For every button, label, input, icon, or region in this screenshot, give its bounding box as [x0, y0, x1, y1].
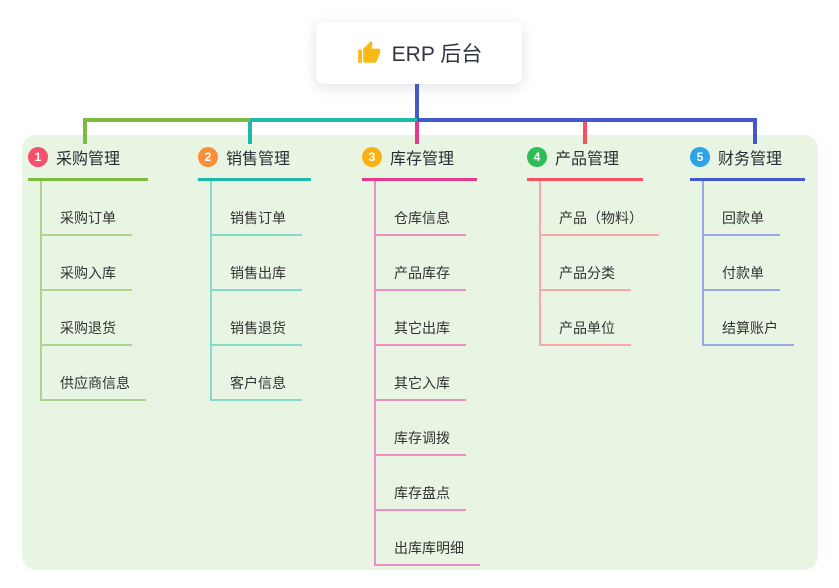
branch-title: 库存管理	[390, 151, 455, 168]
branch-2-drop-line	[248, 122, 252, 144]
mindmap-item-仓库信息[interactable]: 仓库信息	[376, 181, 466, 236]
root-connector-line	[415, 84, 419, 120]
branch-财务管理: 5 财务管理回款单付款单结算账户	[690, 145, 805, 346]
branch-销售管理: 2 销售管理销售订单销售出库销售退货客户信息	[198, 145, 311, 401]
mindmap-item-客户信息[interactable]: 客户信息	[212, 346, 302, 401]
branch-采购管理: 1 采购管理采购订单采购入库采购退货供应商信息	[28, 145, 148, 401]
mindmap-item-付款单[interactable]: 付款单	[704, 236, 780, 291]
mindmap-item-出库库明细[interactable]: 出库库明细	[376, 511, 480, 566]
branch-children: 采购订单采购入库采购退货供应商信息	[40, 181, 148, 401]
branch-number-badge: 2	[198, 147, 218, 167]
mindmap-item-采购退货[interactable]: 采购退货	[42, 291, 132, 346]
branch-children: 销售订单销售出库销售退货客户信息	[210, 181, 311, 401]
mindmap-item-供应商信息[interactable]: 供应商信息	[42, 346, 146, 401]
branch-number-badge: 1	[28, 147, 48, 167]
mindmap-item-销售出库[interactable]: 销售出库	[212, 236, 302, 291]
mindmap-item-销售订单[interactable]: 销售订单	[212, 181, 302, 236]
branch-header-财务管理[interactable]: 5 财务管理	[690, 145, 805, 181]
branch-产品管理: 4 产品管理产品（物料）产品分类产品单位	[527, 145, 659, 346]
mindmap-item-库存盘点[interactable]: 库存盘点	[376, 456, 466, 511]
branch-库存管理: 3 库存管理仓库信息产品库存其它出库其它入库库存调拨库存盘点出库库明细	[362, 145, 480, 566]
branch-header-销售管理[interactable]: 2 销售管理	[198, 145, 311, 181]
thumbs-up-icon	[356, 40, 382, 66]
mindmap-item-回款单[interactable]: 回款单	[704, 181, 780, 236]
branch-title: 财务管理	[718, 151, 783, 168]
mindmap-item-产品分类[interactable]: 产品分类	[541, 236, 631, 291]
mindmap-item-产品（物料）[interactable]: 产品（物料）	[541, 181, 659, 236]
branch-title: 销售管理	[226, 151, 291, 168]
branch-3-drop-line	[415, 122, 419, 144]
mindmap-item-其它出库[interactable]: 其它出库	[376, 291, 466, 346]
root-title: ERP 后台	[391, 43, 483, 66]
root-node-erp[interactable]: ERP 后台	[316, 22, 522, 84]
branch-header-采购管理[interactable]: 1 采购管理	[28, 145, 148, 181]
trunk-segment-middle	[250, 118, 417, 122]
branch-title: 产品管理	[555, 151, 620, 168]
mindmap-item-采购入库[interactable]: 采购入库	[42, 236, 132, 291]
branch-children: 仓库信息产品库存其它出库其它入库库存调拨库存盘点出库库明细	[374, 181, 480, 566]
branch-header-产品管理[interactable]: 4 产品管理	[527, 145, 643, 181]
mindmap-item-库存调拨[interactable]: 库存调拨	[376, 401, 466, 456]
mindmap-canvas	[22, 135, 818, 570]
branch-1-drop-line	[83, 118, 87, 144]
branch-title: 采购管理	[56, 151, 121, 168]
branch-children: 产品（物料）产品分类产品单位	[539, 181, 659, 346]
mindmap-item-产品库存[interactable]: 产品库存	[376, 236, 466, 291]
mindmap-item-采购订单[interactable]: 采购订单	[42, 181, 132, 236]
branch-4-drop-line	[583, 122, 587, 144]
branch-number-badge: 5	[690, 147, 710, 167]
mindmap-item-销售退货[interactable]: 销售退货	[212, 291, 302, 346]
branch-header-库存管理[interactable]: 3 库存管理	[362, 145, 477, 181]
mindmap-item-产品单位[interactable]: 产品单位	[541, 291, 631, 346]
trunk-segment-left	[83, 118, 250, 122]
branch-number-badge: 3	[362, 147, 382, 167]
branch-5-drop-line	[753, 122, 757, 144]
mindmap-item-结算账户[interactable]: 结算账户	[704, 291, 794, 346]
mindmap-item-其它入库[interactable]: 其它入库	[376, 346, 466, 401]
branch-number-badge: 4	[527, 147, 547, 167]
branch-children: 回款单付款单结算账户	[702, 181, 805, 346]
trunk-segment-right	[417, 118, 757, 122]
